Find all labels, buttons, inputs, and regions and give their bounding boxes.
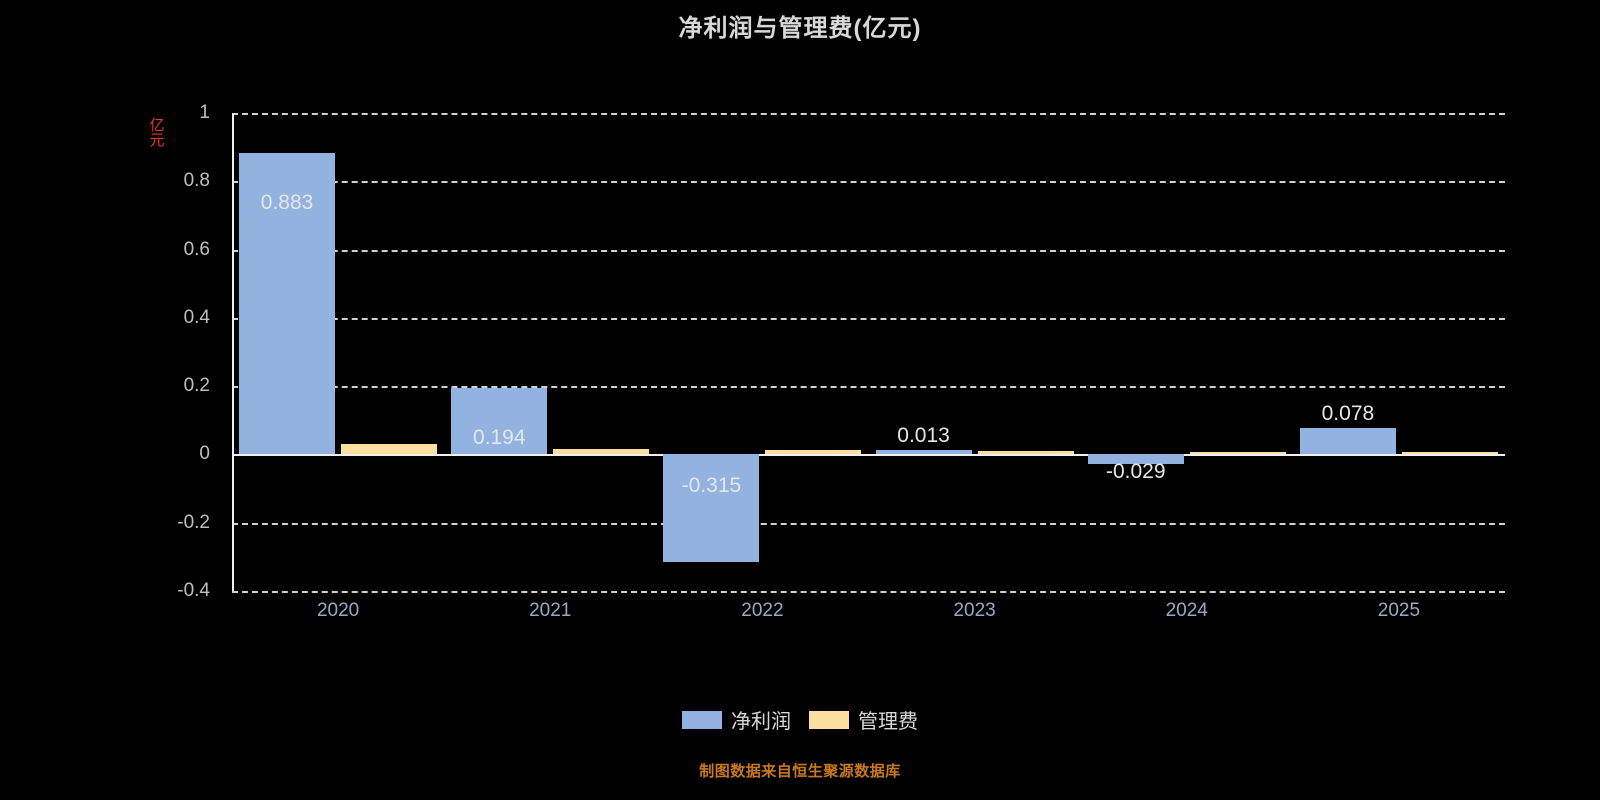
bar-admin-fee[interactable] xyxy=(1401,452,1498,455)
bar-admin-fee[interactable] xyxy=(553,448,650,455)
bar-net-profit[interactable] xyxy=(239,152,336,455)
bar-net-profit[interactable] xyxy=(1299,427,1396,455)
legend-item-net-profit[interactable]: 净利润 xyxy=(682,705,791,734)
bar-value-label: 0.078 xyxy=(1321,401,1375,425)
x-axis-tick: 2025 xyxy=(1377,600,1421,621)
bar-net-profit[interactable] xyxy=(663,454,760,562)
x-axis-tick: 2021 xyxy=(529,600,572,621)
y-axis-tick: 0.2 xyxy=(183,375,210,397)
source-note: 制图数据来自恒生聚源数据库 xyxy=(699,763,901,780)
bar-admin-fee[interactable] xyxy=(341,443,438,455)
bar-value-label: -0.315 xyxy=(681,474,742,498)
bar-net-profit[interactable] xyxy=(1087,454,1184,465)
gridline xyxy=(232,317,1505,320)
bar-value-label: 0.013 xyxy=(897,423,950,447)
zero-line xyxy=(232,454,1505,457)
bar-admin-fee[interactable] xyxy=(765,449,862,455)
bar-admin-fee[interactable] xyxy=(1189,451,1286,455)
gridline xyxy=(232,591,1505,593)
gridline xyxy=(232,522,1505,525)
y-axis-tick: 0 xyxy=(199,443,210,465)
bar-value-label: -0.029 xyxy=(1105,460,1166,484)
legend-label-admin-fee: 管理费 xyxy=(858,711,918,733)
y-axis-tick: -0.4 xyxy=(177,580,210,601)
legend-label-net-profit: 净利润 xyxy=(731,711,791,733)
y-axis-tick: 0.4 xyxy=(183,306,210,328)
y-axis-tick: 0.8 xyxy=(183,170,210,192)
chart-legend: 净利润 管理费 xyxy=(0,705,1600,734)
bar-admin-fee[interactable] xyxy=(977,451,1074,455)
legend-swatch-admin-fee xyxy=(809,710,849,729)
legend-item-admin-fee[interactable]: 管理费 xyxy=(809,705,918,734)
y-axis-line xyxy=(232,113,234,591)
gridline xyxy=(232,181,1505,184)
y-axis-tick: -0.2 xyxy=(177,511,210,533)
y-axis-tick: 1 xyxy=(199,102,210,123)
legend-swatch-net-profit xyxy=(682,710,722,729)
bar-net-profit[interactable] xyxy=(451,388,548,455)
bar-value-label: 0.194 xyxy=(472,426,526,450)
plot-area: 0.883 0.194 -0.315 0.013 -0.029 0.078 xyxy=(232,113,1505,593)
x-axis-tick: 2024 xyxy=(1165,600,1208,621)
y-axis-label: 亿元 xyxy=(149,117,165,149)
gridline xyxy=(232,386,1505,389)
bar-net-profit[interactable] xyxy=(875,449,972,455)
gridline xyxy=(232,113,1505,115)
bar-value-label: 0.883 xyxy=(260,190,314,214)
chart-title: 净利润与管理费(亿元) xyxy=(678,15,922,42)
gridline xyxy=(232,249,1505,252)
x-axis-tick: 2022 xyxy=(741,600,784,621)
x-axis-tick: 2023 xyxy=(953,600,996,621)
y-axis-tick: 0.6 xyxy=(183,238,210,260)
x-axis-tick: 2020 xyxy=(316,600,360,621)
